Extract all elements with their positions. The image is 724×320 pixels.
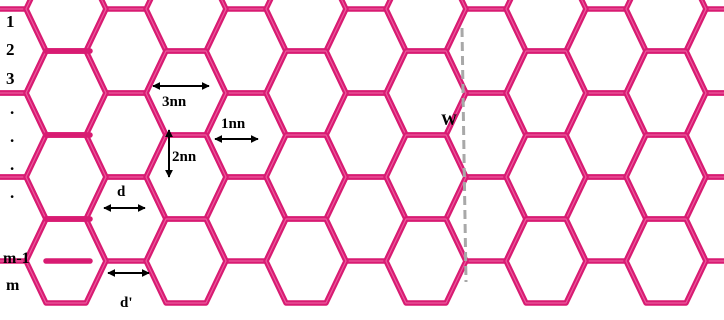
- hex-cell-row-a: [683, 6, 724, 96]
- hex-cell-row-b: [503, 216, 589, 306]
- hex-cell-row-b: [143, 48, 229, 138]
- hex-cell-row-b: [383, 0, 469, 54]
- hex-cell-row-b: [383, 132, 469, 222]
- row-label-m-minus-1: m-1: [3, 250, 30, 267]
- hex-cell-row-a-highlight: [685, 8, 724, 94]
- hex-cell-row-b: [623, 48, 709, 138]
- hex-cell-row-b: [263, 48, 349, 138]
- second-nn-label: 2nn: [172, 149, 197, 165]
- third-nn-label: 3nn: [162, 94, 187, 110]
- row-label-dot: .: [10, 127, 14, 146]
- hex-cell-row-b: [143, 0, 229, 54]
- row-label-2: 2: [6, 40, 15, 59]
- row-label-dot: .: [10, 183, 14, 202]
- hex-cell-row-a: [683, 174, 724, 264]
- hex-cell-row-a: [0, 174, 49, 264]
- hex-cell-row-a-highlight: [685, 92, 724, 178]
- hex-cell-row-b-highlight: [25, 0, 107, 52]
- hex-cell-row-a-highlight: [685, 176, 724, 262]
- hex-cell-row-b: [143, 216, 229, 306]
- hex-cell-row-a: [683, 90, 724, 180]
- hex-cell-row-b-highlight: [385, 218, 467, 304]
- row-label-1: 1: [6, 12, 15, 31]
- hex-cell-row-b-highlight: [265, 0, 347, 52]
- honeycomb-lattice: [0, 0, 724, 306]
- hex-cell-row-b: [503, 132, 589, 222]
- hex-cell-row-b: [263, 0, 349, 54]
- hex-cell-row-b: [143, 132, 229, 222]
- row-label-m: m: [6, 277, 20, 294]
- row-label-dot: .: [10, 99, 14, 118]
- hex-cell-row-b: [503, 0, 589, 54]
- width-label: W: [441, 112, 457, 129]
- hex-cell-row-a-highlight: [0, 176, 47, 262]
- row-label-dot: .: [10, 155, 14, 174]
- hex-cell-row-b: [263, 132, 349, 222]
- hex-cell-row-b-highlight: [265, 218, 347, 304]
- hex-cell-row-b-highlight: [505, 0, 587, 52]
- hex-cell-row-b-highlight: [625, 218, 707, 304]
- first-nn-label: 1nn: [221, 116, 246, 132]
- hex-cell-row-b-highlight: [505, 218, 587, 304]
- hex-cell-row-b: [623, 216, 709, 306]
- ribbon-width-line: [460, 27, 468, 283]
- hex-cell-row-b: [263, 216, 349, 306]
- d-prime-label: d': [120, 295, 133, 311]
- hex-cell-row-b: [623, 132, 709, 222]
- hex-cell-row-a: [0, 90, 49, 180]
- d-label: d: [117, 184, 126, 200]
- hex-cell-row-b-highlight: [145, 218, 227, 304]
- hex-cell-row-b: [623, 0, 709, 54]
- hex-cell-row-b: [23, 132, 109, 222]
- hex-cell-row-b-highlight: [625, 0, 707, 52]
- row-label-3: 3: [6, 69, 15, 88]
- hex-cell-row-b: [503, 48, 589, 138]
- hex-cell-row-b-highlight: [145, 0, 227, 52]
- hex-cell-row-b-highlight: [385, 0, 467, 52]
- hex-cell-row-b: [383, 216, 469, 306]
- hex-cell-row-a-highlight: [0, 92, 47, 178]
- hex-cell-row-b: [23, 0, 109, 54]
- hex-cell-row-b: [23, 48, 109, 138]
